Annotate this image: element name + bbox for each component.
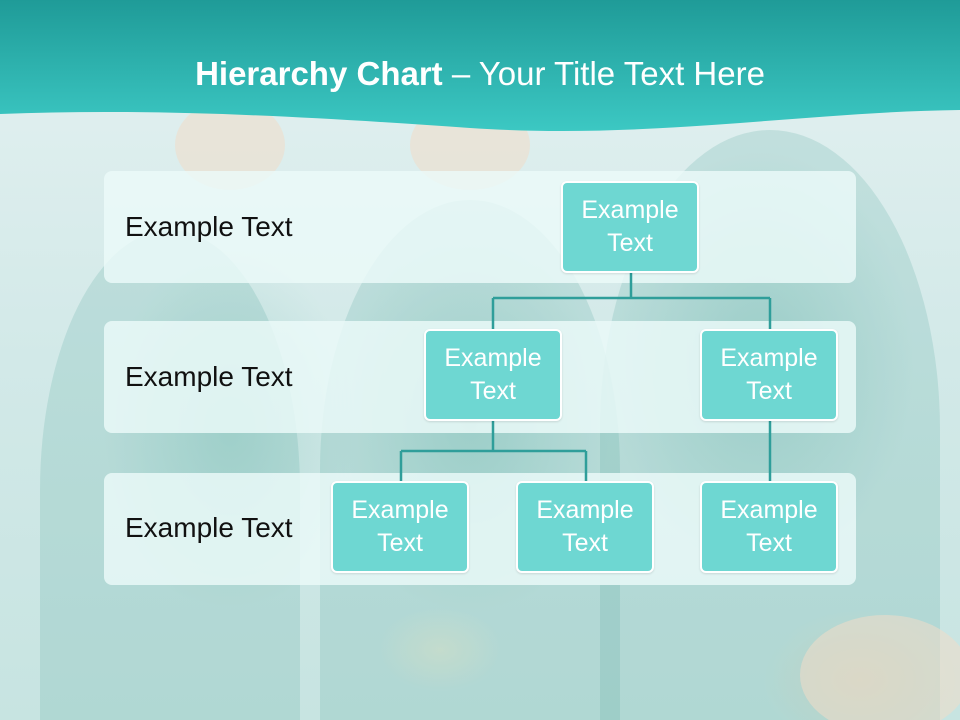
node-top[interactable]: Example Text [561,181,699,273]
level-band-1 [104,171,856,283]
title-separator: – [451,55,471,92]
node-bottom-right[interactable]: Example Text [700,481,838,573]
node-bottom-left[interactable]: Example Text [331,481,469,573]
title-subtitle: Your Title Text Here [478,55,765,92]
node-mid-left[interactable]: Example Text [424,329,562,421]
level-label-3: Example Text [125,512,293,543]
background-face [800,615,960,720]
node-bottom-center[interactable]: Example Text [516,481,654,573]
title-bold: Hierarchy Chart [195,55,443,92]
level-label-1: Example Text [125,211,293,242]
page-title: Hierarchy Chart – Your Title Text Here [0,52,960,96]
header-band [0,0,960,131]
level-label-2: Example Text [125,361,293,392]
node-mid-right[interactable]: Example Text [700,329,838,421]
